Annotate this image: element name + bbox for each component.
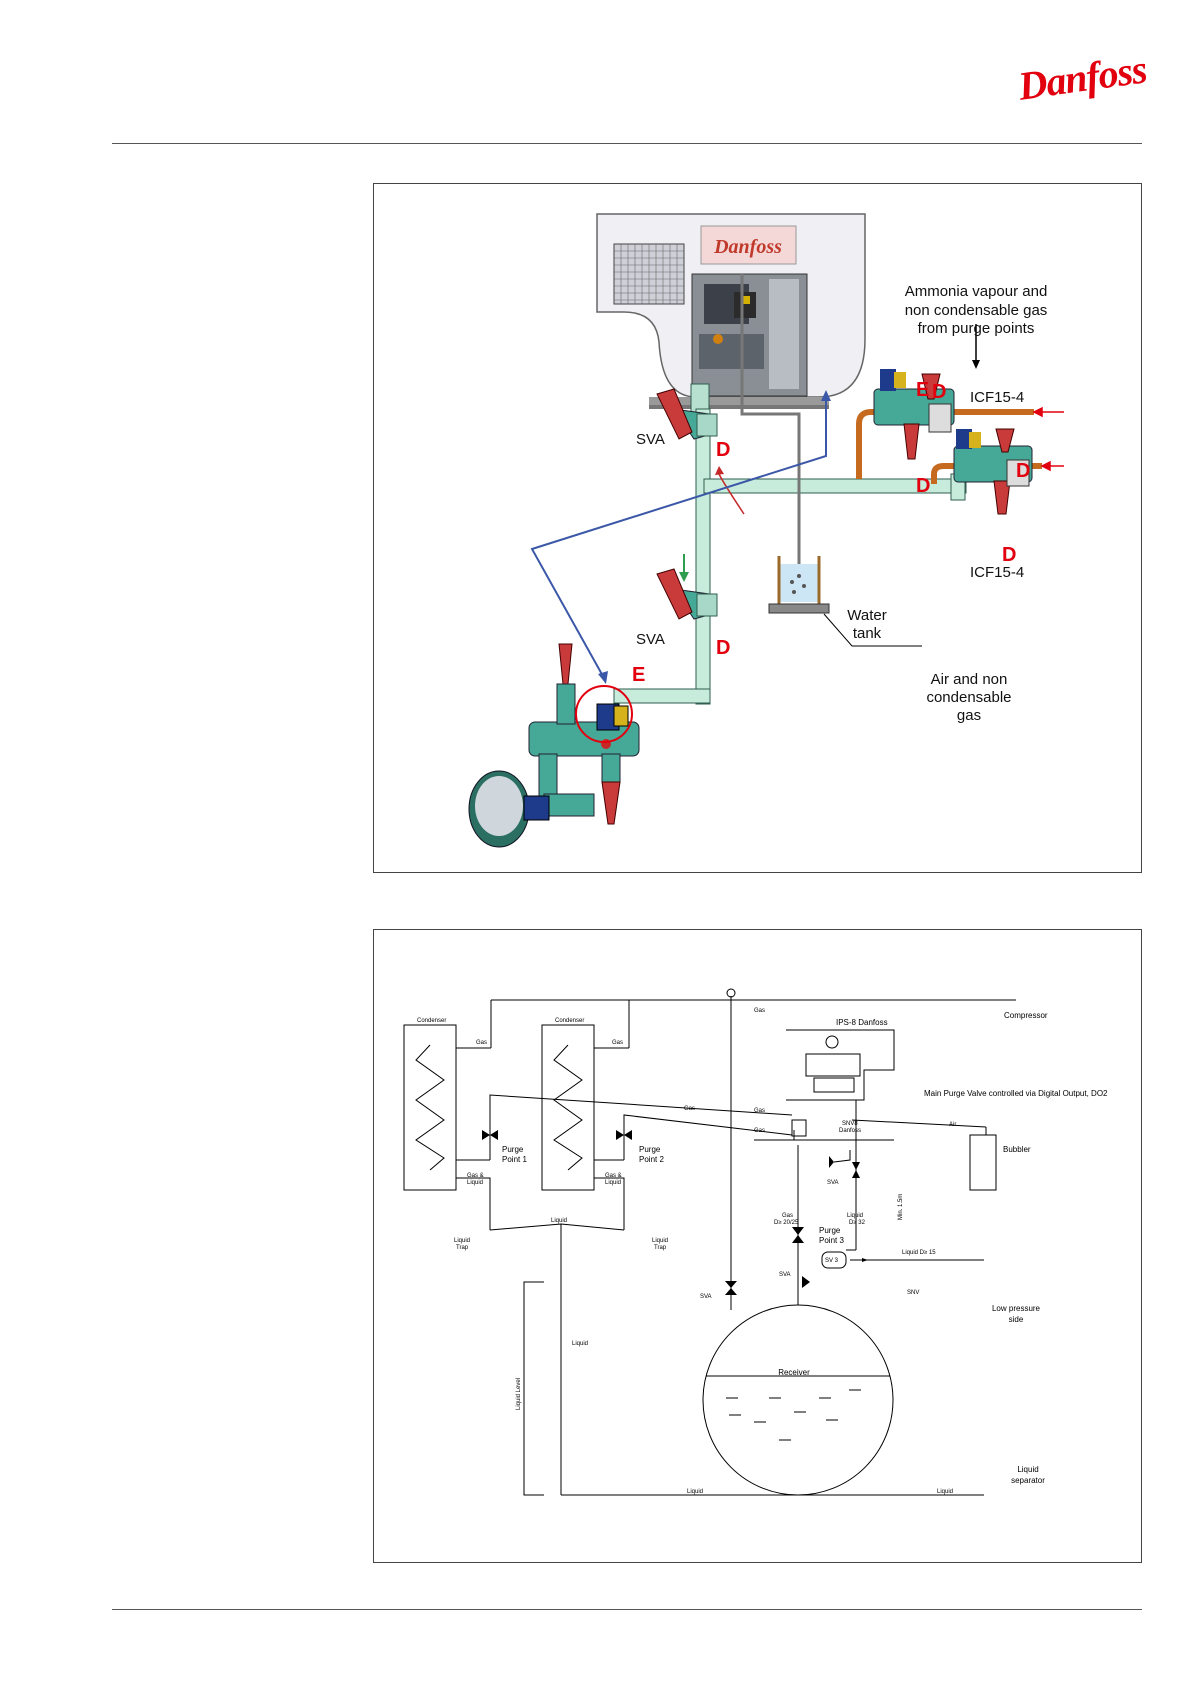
label-gas-d-b: D≥ 20/25 (774, 1220, 799, 1226)
flow-arrow-up (718, 473, 745, 515)
label-purge2-a: Purge (639, 1145, 661, 1154)
label-liq-sep-a: Liquid (1017, 1465, 1038, 1474)
bubbler (969, 1134, 997, 1191)
label-compressor: Compressor (1004, 1011, 1048, 1020)
ips-unit (786, 1029, 895, 1101)
letter-d-icf-bottom-low: D (1002, 544, 1016, 566)
label-gas-c2: Gas (612, 1040, 623, 1046)
label-air: Air (949, 1122, 956, 1128)
label-gas-mid2: Gas (754, 1128, 765, 1134)
label-min-height: Min. 1.5m (898, 1194, 904, 1220)
label-condenser-1: Condenser (417, 1018, 446, 1024)
label-purge1-b: Point 1 (502, 1155, 527, 1164)
label-snv: SNV (907, 1290, 919, 1296)
letter-d-sva-bottom: D (716, 637, 730, 659)
label-sva-top: SVA (636, 431, 665, 448)
letter-d-sva-top: D (716, 439, 730, 461)
letter-e-station: E (632, 664, 645, 686)
solenoid-highlight-circle (575, 685, 633, 743)
label-gas-mid-left: Gas (684, 1106, 695, 1112)
valve-station (468, 643, 640, 848)
water-tank-leader (823, 613, 922, 647)
label-sv3: SV 3 (825, 1258, 839, 1264)
label-snv-2: Danfoss (839, 1128, 861, 1134)
label-low-b: side (1009, 1315, 1024, 1324)
figure-piping-schematic: Condenser Condenser Gas Gas Gas Gas Gas … (373, 929, 1142, 1563)
footer-rule (112, 1609, 1142, 1610)
label-liq-d-b: D≥ 32 (849, 1220, 866, 1226)
label-sva-right: SVA (827, 1180, 839, 1186)
label-icf-bottom: ICF15-4 (970, 564, 1024, 581)
label-air-2: condensable (926, 689, 1011, 706)
letter-d-icf-top-left: D (916, 475, 930, 497)
label-liqtrap2-b: Trap (654, 1245, 667, 1251)
condenser-1-coil (415, 1044, 445, 1171)
icf-valve-bottom (953, 428, 1033, 515)
label-air-3: gas (957, 707, 981, 724)
label-condenser-2: Condenser (555, 1018, 584, 1024)
header-rule (112, 143, 1142, 144)
label-liqtrap1-a: Liquid (454, 1238, 470, 1244)
purger-cabinet: Danfoss (596, 213, 866, 409)
figure1-drawing: Danfoss (468, 213, 1064, 848)
label-purge1-a: Purge (502, 1145, 524, 1154)
label-bubbler: Bubbler (1003, 1145, 1031, 1154)
label-liq-sep-b: separator (1011, 1476, 1045, 1485)
figure2-schematic: Condenser Condenser Gas Gas Gas Gas Gas … (403, 988, 1108, 1496)
label-main-purge: Main Purge Valve controlled via Digital … (924, 1089, 1108, 1098)
letter-e-icf: E (916, 379, 929, 401)
letter-d-icf-bottom-top: D (1016, 460, 1030, 482)
label-ammonia-1: Ammonia vapour and (905, 283, 1048, 300)
figure-purge-system-pictorial: Danfoss (373, 183, 1142, 873)
label-gasliq1-a: Gas & (467, 1173, 484, 1179)
label-gasliq2-a: Gas & (605, 1173, 622, 1179)
label-water-2: tank (853, 625, 882, 642)
label-liquid-d15: Liquid D≥ 15 (902, 1250, 936, 1256)
label-purge2-b: Point 2 (639, 1155, 664, 1164)
label-low-a: Low pressure (992, 1304, 1041, 1313)
label-gas-mid1: Gas (754, 1108, 765, 1114)
label-purge3-a: Purge (819, 1226, 841, 1235)
label-purge3-b: Point 3 (819, 1236, 844, 1245)
label-liquid-bottom2: Liquid (937, 1489, 953, 1495)
label-snv-1: SNV8 (842, 1121, 858, 1127)
label-liquid-bottom1: Liquid (687, 1489, 703, 1495)
label-ips: IPS-8 Danfoss (836, 1018, 888, 1027)
condenser-2-coil (553, 1044, 583, 1171)
red-inlet-arrows (1032, 406, 1064, 472)
label-icf-top: ICF15-4 (970, 389, 1024, 406)
label-sva-left: SVA (700, 1294, 712, 1300)
danfoss-logo: Danfoss (1015, 46, 1150, 109)
signal-line (530, 399, 827, 679)
drain-line (740, 274, 801, 594)
icf-valve-top (873, 369, 955, 460)
label-water-1: Water (847, 607, 886, 624)
sva-valve-top (656, 388, 718, 440)
label-gas-d-a: Gas (782, 1213, 793, 1219)
label-liquid-top: Liquid (551, 1218, 567, 1224)
condenser-2 (541, 1024, 595, 1191)
receiver-vessel (702, 1304, 894, 1496)
label-receiver: Receiver (778, 1368, 810, 1377)
cabinet-logo: Danfoss (713, 236, 782, 258)
label-ammonia-2: non condensable gas (905, 302, 1048, 319)
label-sva-bottom: SVA (636, 631, 665, 648)
letter-d-icf-top-right: D (932, 381, 946, 403)
label-liq-d-a: Liquid (847, 1213, 863, 1219)
sva-valve-bottom (656, 568, 718, 620)
label-liqtrap2-a: Liquid (652, 1238, 668, 1244)
label-air-1: Air and non (931, 671, 1008, 688)
label-liqtrap1-b: Trap (456, 1245, 469, 1251)
label-ammonia-3: from purge points (918, 320, 1035, 337)
label-gasliq2-b: Liquid (605, 1180, 621, 1186)
label-sva-mid: SVA (779, 1272, 791, 1278)
label-gas-top: Gas (754, 1008, 765, 1014)
label-gas-c1: Gas (476, 1040, 487, 1046)
label-liquid-level: Liquid Level (516, 1378, 522, 1410)
water-tank (768, 556, 830, 614)
label-liquid-down: Liquid (572, 1341, 588, 1347)
condenser-1 (403, 1024, 457, 1191)
label-gasliq1-b: Liquid (467, 1180, 483, 1186)
